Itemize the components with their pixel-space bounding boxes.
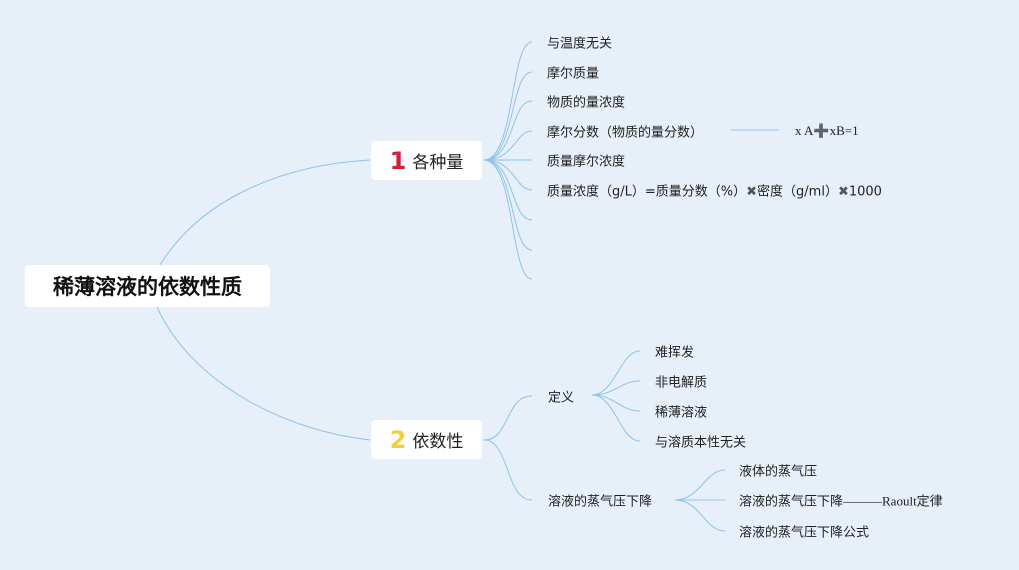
node[interactable]: 质量摩尔浓度 <box>547 154 626 170</box>
node-mass-concentration-formula[interactable]: 质量浓度（g/L）=质量分数（%）✖密度（g/ml）✖1000 <box>547 181 882 200</box>
raoult-label: ———Raoult定律 <box>843 493 943 509</box>
node[interactable]: 与溶质本性无关 <box>655 435 747 451</box>
node[interactable]: 溶液的蒸气压下降公式 <box>739 525 870 541</box>
node-vapor-pressure-lowering[interactable]: 溶液的蒸气压下降 <box>548 494 653 510</box>
node[interactable]: 摩尔分数（物质的量分数） <box>547 125 704 141</box>
node[interactable]: 摩尔质量 <box>547 66 600 82</box>
formula-part: 密度（g/ml） <box>757 184 838 200</box>
topic-various-quantities[interactable]: 1 各种量 <box>371 141 482 180</box>
topic-number: 2 <box>389 425 407 454</box>
node[interactable]: 稀薄溶液 <box>655 405 708 421</box>
node-definition[interactable]: 定义 <box>548 390 575 406</box>
node[interactable]: 与温度无关 <box>547 36 613 52</box>
topic-label: 依数性 <box>412 432 464 452</box>
formula-part: x A <box>795 123 814 138</box>
topic-colligative[interactable]: 2 依数性 <box>371 420 482 459</box>
topic-number: 1 <box>389 146 407 175</box>
formula-part: 1000 <box>848 184 882 200</box>
node[interactable]: 非电解质 <box>655 375 708 391</box>
node-label: 溶液的蒸气压下降 <box>739 494 844 510</box>
formula-part: xB=1 <box>829 123 859 138</box>
plus-icon: ➕ <box>813 123 830 138</box>
multiply-icon: ✖ <box>746 184 758 200</box>
node-mole-fraction-sum[interactable]: x A➕xB=1 <box>795 123 859 139</box>
root-label: 稀薄溶液的依数性质 <box>53 275 242 299</box>
node[interactable]: 液体的蒸气压 <box>739 464 818 480</box>
topic-label: 各种量 <box>412 153 464 173</box>
multiply-icon: ✖ <box>837 184 849 200</box>
node[interactable]: 溶液的蒸气压下降———Raoult定律 <box>739 491 943 510</box>
node[interactable]: 难挥发 <box>655 345 695 361</box>
root-node[interactable]: 稀薄溶液的依数性质 <box>25 265 270 307</box>
node[interactable]: 物质的量浓度 <box>547 95 626 111</box>
formula-part: 质量浓度（g/L）=质量分数（%） <box>547 184 747 200</box>
